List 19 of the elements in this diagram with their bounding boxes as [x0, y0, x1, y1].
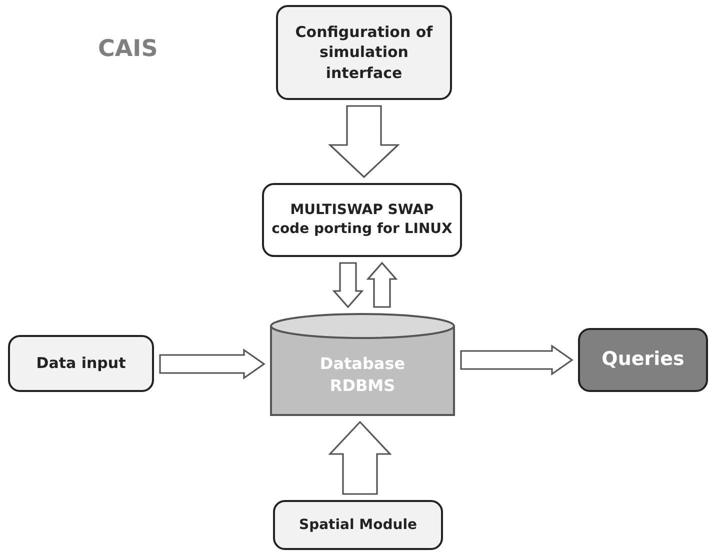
- block-arrow: [328, 105, 400, 178]
- node-label: Data input: [35, 353, 127, 374]
- process-box: [273, 500, 443, 550]
- process-box: [276, 5, 452, 100]
- process-box: [262, 183, 462, 257]
- block-arrow: [159, 348, 266, 380]
- block-arrow: [460, 344, 574, 376]
- node-label: Queries: [600, 347, 686, 372]
- node-label: Database RDBMS: [318, 352, 406, 396]
- database-cylinder: [270, 313, 455, 416]
- node-label: MULTISWAP SWAP code porting for LINUX: [270, 201, 454, 239]
- block-arrow: [366, 262, 398, 308]
- node-label: Configuration of simulation interface: [294, 22, 434, 83]
- node-label: Spatial Module: [298, 516, 418, 534]
- block-arrow: [328, 420, 392, 495]
- block-arrow: [332, 262, 364, 308]
- input-box: [8, 335, 154, 392]
- diagram-title-label: CAIS: [98, 36, 158, 62]
- output-box: [578, 328, 708, 392]
